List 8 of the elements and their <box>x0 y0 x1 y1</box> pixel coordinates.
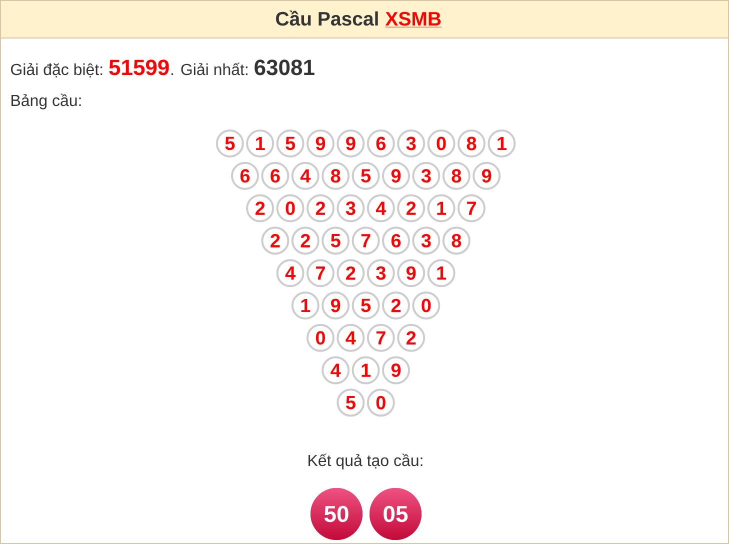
prize-number: 51599 <box>109 60 169 76</box>
prize-number: 63081 <box>254 60 314 76</box>
label-text: Giải đặc biệt: <box>11 63 102 78</box>
heading: Cầu Pascal <box>276 10 378 26</box>
label-text: Bảng cầu: <box>12 94 81 110</box>
link: XSMB <box>385 12 442 28</box>
label-text: . Giải nhất: <box>172 62 248 76</box>
label-text: Kết quả tạo cầu: <box>308 454 422 470</box>
